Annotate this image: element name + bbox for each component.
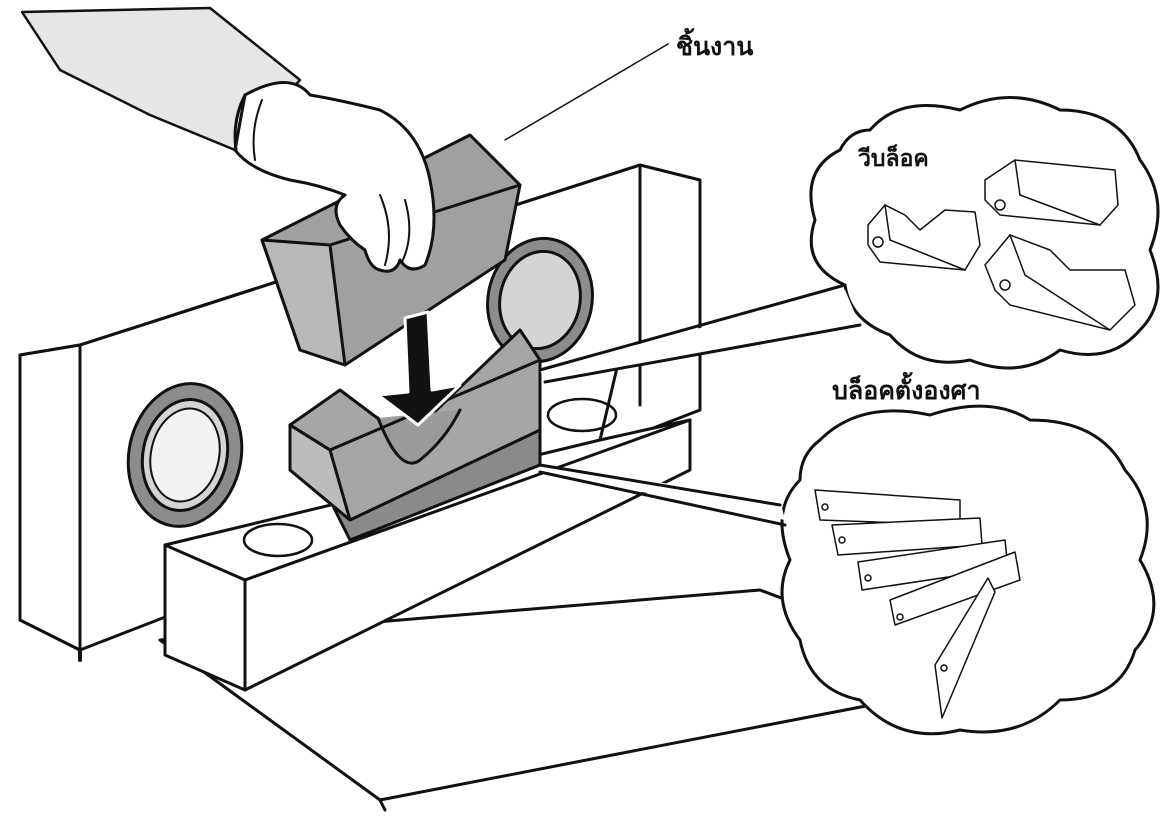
workpiece-leader-line: [504, 43, 669, 141]
angle-blocks-label: บล็อคตั้งองศา: [832, 376, 981, 405]
left-ring: [126, 382, 244, 528]
gloved-hand: [20, 6, 436, 273]
v-block-callout: [538, 96, 1160, 384]
angle-blocks-callout: [538, 404, 1156, 736]
down-arrow: [376, 310, 462, 427]
workpiece-label: ชิ้นงาน: [676, 32, 754, 61]
v-block: [288, 328, 542, 542]
v-block-label: วีบล็อค: [858, 146, 929, 172]
